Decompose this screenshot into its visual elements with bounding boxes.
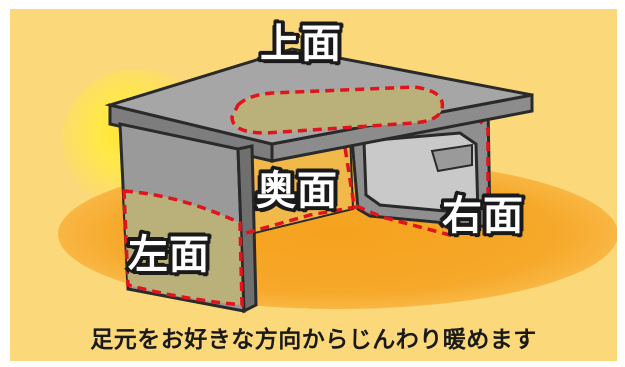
label-back-surface: 奥面 (256, 168, 338, 214)
heat-zone-top (230, 85, 445, 135)
desk-illustration (104, 47, 534, 314)
heat-zone-left (122, 189, 244, 307)
desk-right-handle (430, 143, 473, 173)
heat-zone-back (245, 205, 357, 235)
label-left-surface: 左面 (128, 232, 210, 278)
label-right-surface: 右面 (442, 193, 524, 239)
caption: 足元をお好きな方向からじんわり暖めます (90, 327, 537, 353)
illustration-panel: 上面 奥面 右面 左面 足元をお好きな方向からじんわり暖めます (10, 9, 617, 361)
label-top-surface: 上面 (260, 21, 342, 67)
